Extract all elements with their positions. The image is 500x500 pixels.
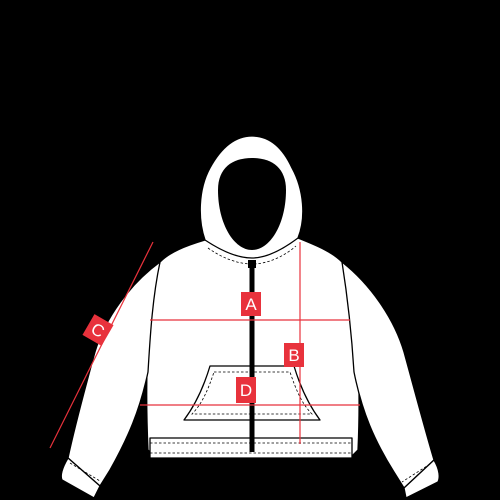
hood-opening	[218, 158, 286, 250]
label-d-text: D	[240, 381, 252, 400]
measure-label-a: A	[241, 292, 261, 316]
left-cuff	[60, 457, 101, 499]
measure-label-d: D	[236, 377, 256, 403]
measure-label-c: C	[82, 314, 114, 346]
stitching	[69, 245, 431, 483]
label-b-text: B	[288, 346, 299, 365]
right-sleeve	[341, 261, 435, 489]
measure-label-b: B	[284, 343, 304, 367]
left-sleeve	[67, 261, 161, 487]
right-cuff	[403, 459, 440, 499]
label-a-text: A	[245, 295, 257, 314]
